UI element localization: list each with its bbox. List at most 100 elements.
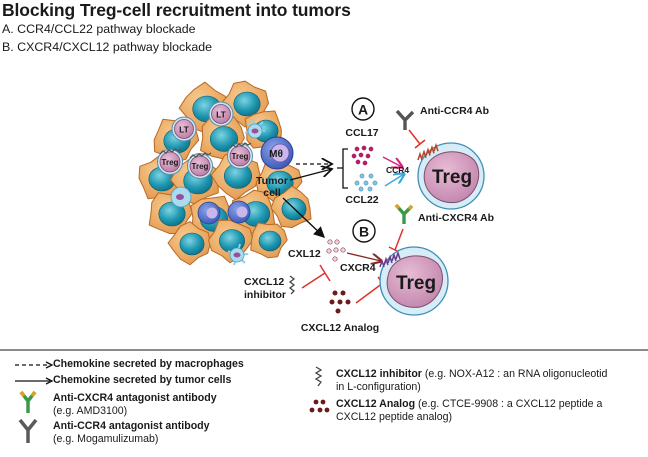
dendritic-cell [227, 243, 249, 266]
receptor-coil [421, 149, 427, 159]
pathway-a: A Anti-CCR4 Ab CCL17 CCL22 CCR4 Treg [337, 97, 489, 210]
receptor-coil [429, 145, 435, 154]
treg-label: Treg [192, 162, 209, 171]
treg-cell-small: Treg [227, 142, 253, 169]
ccl17-dot [351, 153, 357, 159]
cxcl12-inhibitor-icon [288, 275, 296, 295]
ccl22-dot [358, 186, 364, 192]
tumor-cell [250, 222, 288, 259]
anti-cxcr4-antibody-icon [19, 390, 37, 413]
legend-item-cxcl12-analog: CXCL12 Analog (e.g. CTCE-9908 : a CXCL12… [336, 398, 602, 424]
inhibitor-label: inhibitor [244, 289, 286, 301]
ccl17-arrow [382, 156, 402, 167]
ccl22-dot [363, 180, 369, 186]
figure-title: Blocking Treg-cell recruitment into tumo… [2, 0, 351, 20]
ccl17-dot [365, 153, 371, 159]
receptor-coil [391, 252, 397, 262]
lt-label: LT [179, 125, 190, 135]
legend-text: Anti-CCR4 antagonist antibody [53, 420, 210, 432]
inhibitor-label: CXCL12 [244, 276, 284, 288]
ccl17-dot [354, 146, 360, 152]
cxcr4-receptor-icon [379, 250, 401, 268]
dendritic-cell [244, 118, 266, 139]
subtitle-a: A. CCR4/CCL22 pathway blockade [2, 22, 196, 36]
anti-ccr4-label: Anti-CCR4 Ab [420, 105, 489, 117]
legend-example: in L-configuration) [336, 381, 421, 393]
anti-cxcr4-antibody-icon [394, 203, 414, 224]
receptor-coil [379, 258, 385, 268]
ccl22-arrow [384, 174, 404, 187]
ccl17-dot [368, 146, 374, 152]
immune-cell [197, 200, 251, 225]
cxcl12-dot [327, 239, 333, 245]
cxcl12-dot [333, 247, 339, 253]
analog-dot [340, 290, 346, 296]
legend-item-macrophage-chemokine: Chemokine secreted by macrophages [53, 358, 244, 371]
legend-text: Chemokine secreted by tumor cells [53, 374, 232, 386]
cxcl12-arrow [346, 252, 381, 261]
anti-ccr4-antibody-icon [395, 109, 415, 130]
lt-label: LT [216, 110, 227, 120]
cxcr4-label: CXCR4 [340, 262, 376, 274]
lt-cell: LT [171, 116, 197, 142]
ccr4-label: CCR4 [386, 165, 409, 175]
legend-item-anti-cxcr4: Anti-CXCR4 antagonist antibody (e.g. AMD… [53, 392, 217, 418]
tumor-cell-label: cell [263, 187, 281, 199]
legend-example: (e.g. NOX-A12 : an RNA oligonucleotid [421, 368, 608, 380]
ccl17-dot [362, 160, 368, 166]
legend-divider [0, 349, 648, 351]
macrophage-label: Mθ [269, 149, 283, 160]
macrophage: Mθ [260, 136, 294, 170]
tumor-cell-label: Tumor [256, 175, 288, 187]
legend-text: Anti-CXCR4 antagonist antibody [53, 392, 217, 404]
tumor-cell [167, 221, 211, 266]
legend-text: CXCL12 inhibitor [336, 368, 422, 380]
legend-item-tumor-chemokine: Chemokine secreted by tumor cells [53, 374, 231, 387]
immune-cell [170, 186, 192, 208]
anti-cxcr4-label: Anti-CXCR4 Ab [418, 212, 494, 224]
treg-cell-small: Treg [157, 148, 183, 175]
legend-example: (e.g. AMD3100) [53, 405, 128, 417]
tumor-chemokine-arrow [289, 169, 332, 181]
treg-label: Treg [162, 158, 179, 167]
ccl17-dot [361, 145, 367, 151]
cxcl12-dot [334, 239, 340, 245]
treg-cell-a: Treg [417, 142, 485, 210]
ccl22-dot [372, 180, 378, 186]
receptor-coil [387, 254, 393, 264]
ccl22-dot [367, 186, 373, 192]
cxl12-label: CXL12 [288, 248, 321, 260]
tumor-cxcl12-arrow [282, 197, 326, 238]
legend-item-anti-ccr4: Anti-CCR4 antagonist antibody (e.g. Moga… [53, 420, 210, 446]
anti-ccr4-antibody-icon [18, 418, 38, 443]
ccl17-dot [358, 152, 364, 158]
legend-text: CXCL12 Analog [336, 398, 416, 410]
chemokine-bracket [337, 148, 348, 189]
tumor-cell [138, 154, 181, 200]
ccl22-dot [354, 180, 360, 186]
dashed-arrow-icon [15, 361, 54, 369]
tumor-mass: LT LT Treg Treg Treg [138, 80, 312, 266]
marker-a-circle [351, 97, 375, 121]
marker-b-circle [352, 219, 376, 243]
ccr4-inhibition-line [408, 129, 426, 149]
analog-label: CXCL12 Analog [301, 322, 379, 334]
legend-example: CXCL12 peptide analog) [336, 411, 453, 423]
cxcl12-dot [340, 247, 346, 253]
receptor-coil [417, 151, 423, 161]
ccr4-receptor-icon [417, 142, 439, 161]
treg-cell-small: Treg [187, 152, 213, 179]
cxcl12-dot [332, 256, 338, 262]
legend-text: Chemokine secreted by macrophages [53, 358, 244, 370]
treg-cell-b: Treg [379, 246, 449, 316]
ccl17-dot [355, 159, 361, 165]
cxcl12-analog-icon [309, 399, 330, 413]
cxcl12-inhibitor-icon [314, 366, 323, 387]
cxcl12-dots [326, 239, 346, 262]
ccl22-label: CCL22 [345, 194, 378, 206]
treg-b-label: Treg [396, 273, 436, 294]
cxcl12-analog-dots [329, 290, 351, 314]
subtitle-b: B. CXCR4/CXCL12 pathway blockade [2, 40, 213, 54]
ccl22-dot [359, 173, 365, 179]
treg-a-label: Treg [432, 167, 472, 188]
